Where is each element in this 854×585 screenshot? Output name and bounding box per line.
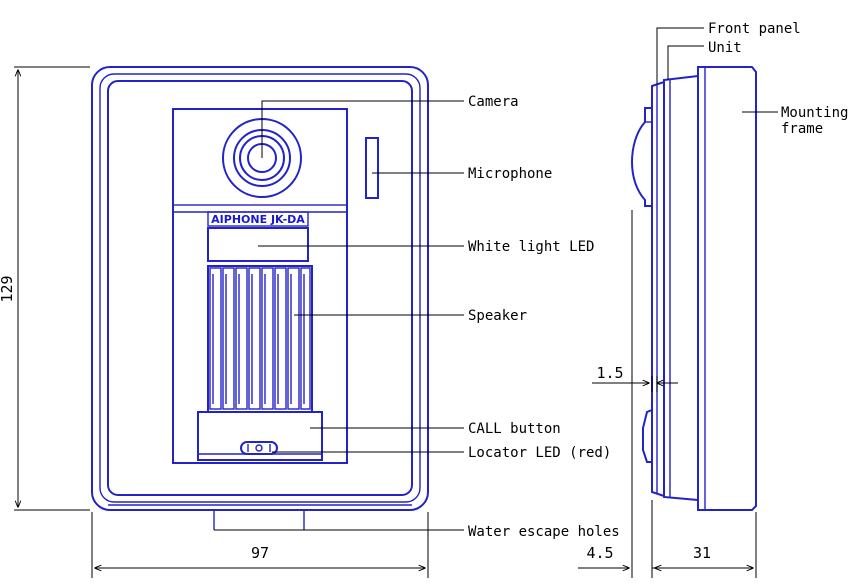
white-light-led-window (207, 227, 309, 262)
label-call-button: CALL button (468, 421, 561, 437)
dimension-lines: 129 97 4.5 31 1.5 (0, 66, 757, 578)
front-panel-gap-dimension: 1.5 (596, 364, 623, 382)
label-camera: Camera (468, 94, 519, 110)
label-microphone: Microphone (468, 166, 552, 182)
camera-bulge (630, 107, 652, 207)
label-unit: Unit (708, 40, 742, 56)
side-view (630, 66, 757, 511)
label-front-panel: Front panel (708, 21, 801, 37)
microphone-slot (365, 137, 379, 199)
label-speaker: Speaker (468, 308, 527, 324)
outer-housing (91, 66, 429, 511)
label-mounting-frame-2: frame (781, 121, 823, 137)
mounting-frame-outline (697, 66, 757, 511)
brand-plate (207, 211, 309, 227)
depth-dimension: 31 (693, 544, 711, 562)
width-dimension: 97 (251, 544, 269, 562)
front-panel-side (651, 80, 665, 498)
speaker-grille (207, 265, 313, 413)
height-dimension: 129 (0, 275, 16, 302)
front-view: AIPHONE JK-DA (91, 66, 429, 530)
label-white-light-led: White light LED (468, 239, 594, 255)
brand-label: AIPHONE JK-DA (211, 213, 305, 226)
front-depth-dimension: 4.5 (586, 544, 613, 562)
housing-face (107, 80, 413, 496)
camera-hood (172, 108, 348, 206)
call-button (197, 411, 323, 461)
call-button-bulge (642, 409, 653, 463)
unit-outline (663, 74, 699, 502)
label-mounting-frame-1: Mounting (781, 105, 848, 121)
housing-inner-edge (99, 73, 421, 503)
callouts: Front panel Unit Camera Mounting frame M… (214, 21, 848, 540)
locator-led (240, 441, 278, 455)
label-water-escape-holes: Water escape holes (468, 524, 620, 540)
label-locator-led: Locator LED (red) (468, 445, 611, 461)
